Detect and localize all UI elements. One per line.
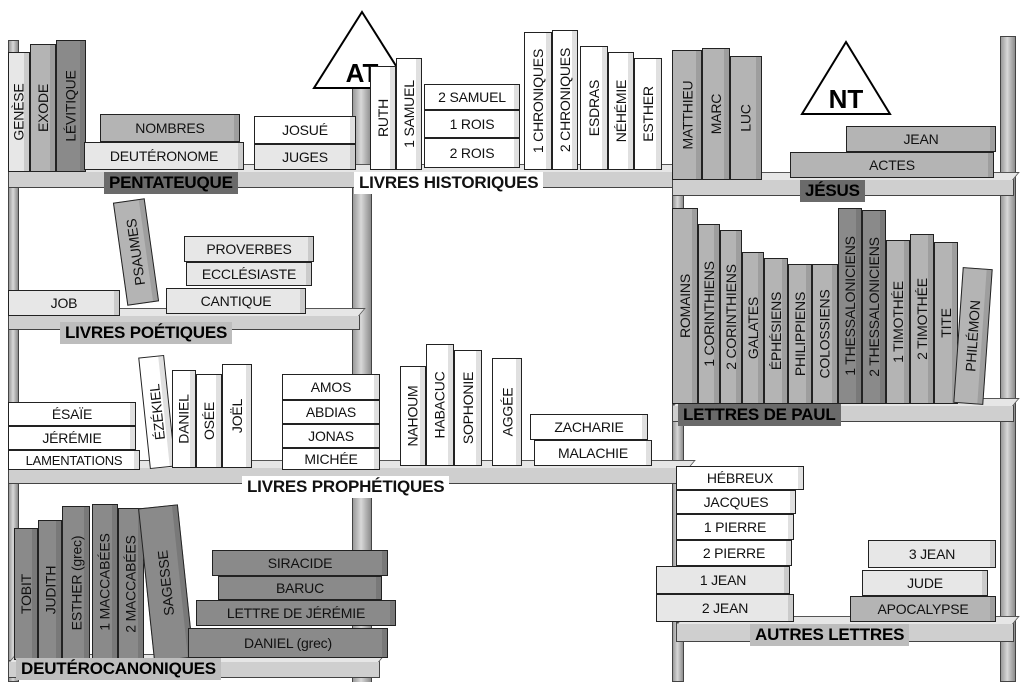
book-1-pierre: 1 PIERRE xyxy=(676,514,794,540)
book-judith: JUDITH xyxy=(38,520,62,660)
book-jude: JUDE xyxy=(862,570,988,596)
book-ezekiel: ÉZÉKIEL xyxy=(138,354,176,470)
book-zacharie: ZACHARIE xyxy=(530,414,648,440)
book-philemon: PHILÉMON xyxy=(953,267,993,405)
section-jesus: JÉSUS xyxy=(800,180,865,202)
book-1-corinthiens: 1 CORINTHIENS xyxy=(698,224,720,404)
book-nahoum: NAHOUM xyxy=(400,366,426,466)
book-abdias: ABDIAS xyxy=(282,400,380,424)
book-joel: JOËL xyxy=(222,364,252,468)
section-deuterocanoniques: DEUTÉROCANONIQUES xyxy=(16,658,221,680)
section-livres-poetiques: LIVRES POÉTIQUES xyxy=(60,322,233,344)
book-romains: ROMAINS xyxy=(672,208,698,404)
book-tobit: TOBIT xyxy=(14,528,38,660)
book-3-jean: 3 JEAN xyxy=(868,540,996,568)
book-1-samuel: 1 SAMUEL xyxy=(396,58,422,170)
book-galates: GALATES xyxy=(742,252,764,404)
book-1-thessaloniciens: 1 THESSALONICIENS xyxy=(838,208,862,404)
book-josue: JOSUÉ xyxy=(254,116,356,144)
book-1-timothee: 1 TIMOTHÉE xyxy=(886,240,910,404)
book-deuteronome: DEUTÉRONOME xyxy=(84,142,244,170)
book-luc: LUC xyxy=(730,56,762,180)
section-livres-historiques: LIVRES HISTORIQUES xyxy=(354,172,544,194)
book-1-rois: 1 ROIS xyxy=(424,110,520,138)
book-nehemie: NÉHÉMIE xyxy=(608,52,634,170)
book-daniel: DANIEL xyxy=(172,370,196,468)
book-exode: EXODE xyxy=(30,44,56,172)
section-lettres-de-paul: LETTRES DE PAUL xyxy=(678,404,841,426)
book-ecclesiaste: ECCLÉSIASTE xyxy=(186,262,312,286)
book-jacques: JACQUES xyxy=(676,490,796,514)
section-autres-lettres: AUTRES LETTRES xyxy=(750,624,910,646)
book-philippiens: PHILIPPIENS xyxy=(788,264,812,404)
book-2-jean: 2 JEAN xyxy=(656,594,794,622)
book-habacuc: HABACUC xyxy=(426,344,454,466)
book-esaie: ÉSAÏE xyxy=(8,402,136,426)
book-cantique: CANTIQUE xyxy=(166,288,306,314)
book-jeremie: JÉRÉMIE xyxy=(8,426,136,450)
book-actes: ACTES xyxy=(790,152,994,178)
book-baruc: BARUC xyxy=(218,576,382,600)
book-siracide: SIRACIDE xyxy=(212,550,388,576)
book-osee: OSÉE xyxy=(196,374,222,468)
section-pentateuque: PENTATEUQUE xyxy=(104,172,238,194)
book-1-chroniques: 1 CHRONIQUES xyxy=(524,32,552,170)
book-marc: MARC xyxy=(702,48,730,180)
book-ruth: RUTH xyxy=(370,66,396,170)
book-2-timothee: 2 TIMOTHÉE xyxy=(910,234,934,404)
book-1-jean: 1 JEAN xyxy=(656,566,790,594)
book-hebreux: HÉBREUX xyxy=(676,466,804,490)
book-job: JOB xyxy=(8,290,120,316)
book-jean: JEAN xyxy=(846,126,996,152)
book-levitique: LÉVITIQUE xyxy=(56,40,86,172)
book-aggee: AGGÉE xyxy=(492,358,522,466)
book-genese: GENÈSE xyxy=(8,52,30,172)
book-amos: AMOS xyxy=(282,374,380,400)
book-tite: TITE xyxy=(934,242,958,404)
book-proverbes: PROVERBES xyxy=(184,236,314,262)
book-2-corinthiens: 2 CORINTHIENS xyxy=(720,230,742,404)
book-juges: JUGES xyxy=(254,144,356,170)
book-lamentations: LAMENTATIONS xyxy=(8,450,140,470)
book-1-maccabees: 1 MACCABÉES xyxy=(92,504,118,660)
book-apocalypse: APOCALYPSE xyxy=(850,596,996,622)
book-nombres: NOMBRES xyxy=(100,114,240,142)
book-2-rois: 2 ROIS xyxy=(424,138,520,168)
book-michee: MICHÉE xyxy=(282,448,380,470)
book-ephesiens: ÉPHÉSIENS xyxy=(764,258,788,404)
book-2-maccabees: 2 MACCABÉES xyxy=(118,508,144,660)
book-2-pierre: 2 PIERRE xyxy=(676,540,792,566)
book-lettre-de-jeremie: LETTRE DE JÉRÉMIE xyxy=(196,600,396,626)
book-esdras: ESDRAS xyxy=(580,46,608,170)
book-2-thessaloniciens: 2 THESSALONICIENS xyxy=(862,210,886,404)
book-colossiens: COLOSSIENS xyxy=(812,264,838,404)
book-2-samuel: 2 SAMUEL xyxy=(424,84,520,110)
new-testament-label: NT xyxy=(828,84,864,114)
book-2-chroniques: 2 CHRONIQUES xyxy=(552,30,578,170)
book-esther-grec: ESTHER (grec) xyxy=(62,506,90,660)
book-daniel-grec: DANIEL (grec) xyxy=(188,628,388,658)
book-matthieu: MATTHIEU xyxy=(672,50,702,180)
book-malachie: MALACHIE xyxy=(534,440,652,466)
section-livres-prophetiques: LIVRES PROPHÉTIQUES xyxy=(242,476,450,498)
book-jonas: JONAS xyxy=(282,424,380,448)
shelf-post-right xyxy=(1000,36,1016,682)
book-sophonie: SOPHONIE xyxy=(454,350,482,466)
new-testament-triangle xyxy=(800,40,892,115)
book-esther: ESTHER xyxy=(634,58,662,170)
book-sagesse: SAGESSE xyxy=(138,504,194,662)
